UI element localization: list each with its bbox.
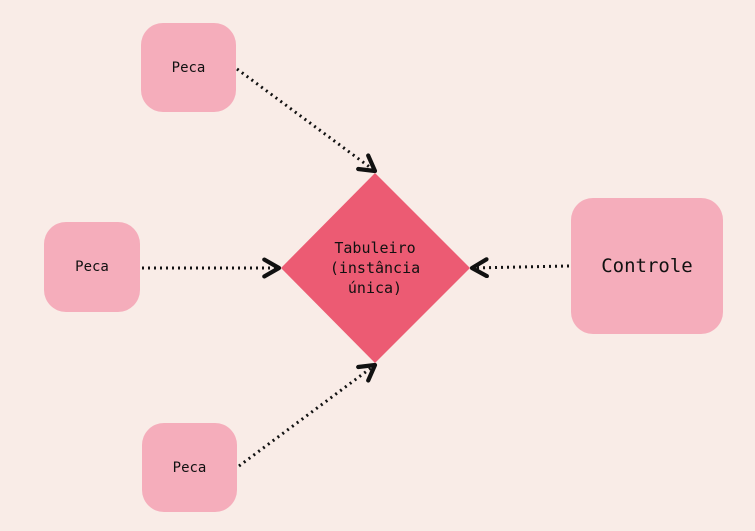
piece-node-top-label: Peca xyxy=(171,59,206,76)
piece-node-middle-label: Peca xyxy=(75,259,109,275)
controller-node-label: Controle xyxy=(601,255,693,277)
edge-controller-to-board xyxy=(469,257,570,279)
piece-node-bottom-label: Peca xyxy=(172,459,207,476)
board-diamond xyxy=(281,173,470,363)
edge-piece-bottom-to-board xyxy=(238,362,378,468)
piece-node-middle: Peca xyxy=(44,222,140,312)
board-node-label: Tabuleiro (instância única) xyxy=(329,239,421,297)
controller-node: Controle xyxy=(571,198,723,334)
edge-piece-top-to-board xyxy=(236,67,378,174)
piece-node-top: Peca xyxy=(141,23,236,112)
piece-node-bottom: Peca xyxy=(142,423,237,512)
